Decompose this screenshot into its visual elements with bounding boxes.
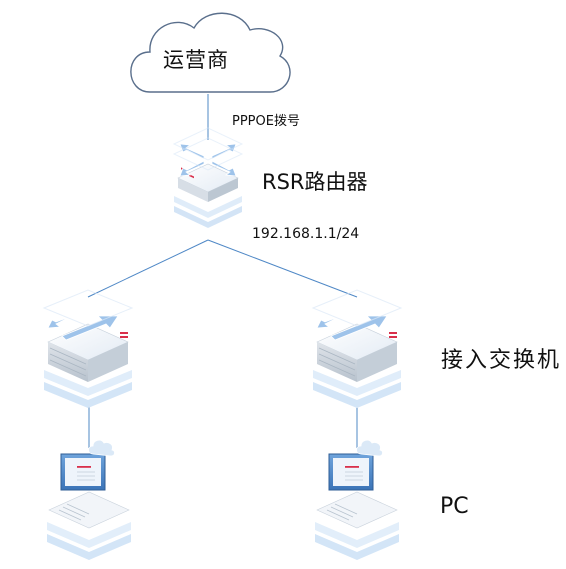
link-router-switch-right xyxy=(207,239,358,298)
link-router-switch-left xyxy=(87,239,209,298)
connection-lines xyxy=(87,94,358,448)
cloud-icon xyxy=(130,12,291,93)
switch-label: 接入交换机 xyxy=(441,348,562,373)
uplink-label: PPPOE拨号 xyxy=(232,114,300,129)
pc-right-icon xyxy=(315,439,399,560)
cloud-label: 运营商 xyxy=(163,48,229,72)
lan-subnet-label: 192.168.1.1/24 xyxy=(252,226,360,242)
pc-left-icon xyxy=(47,439,131,560)
switch-right-icon xyxy=(311,289,403,408)
pc-label: PC xyxy=(440,494,469,519)
router-icon xyxy=(172,127,244,228)
router-label: RSR路由器 xyxy=(262,170,368,194)
switch-left-icon xyxy=(42,289,134,408)
